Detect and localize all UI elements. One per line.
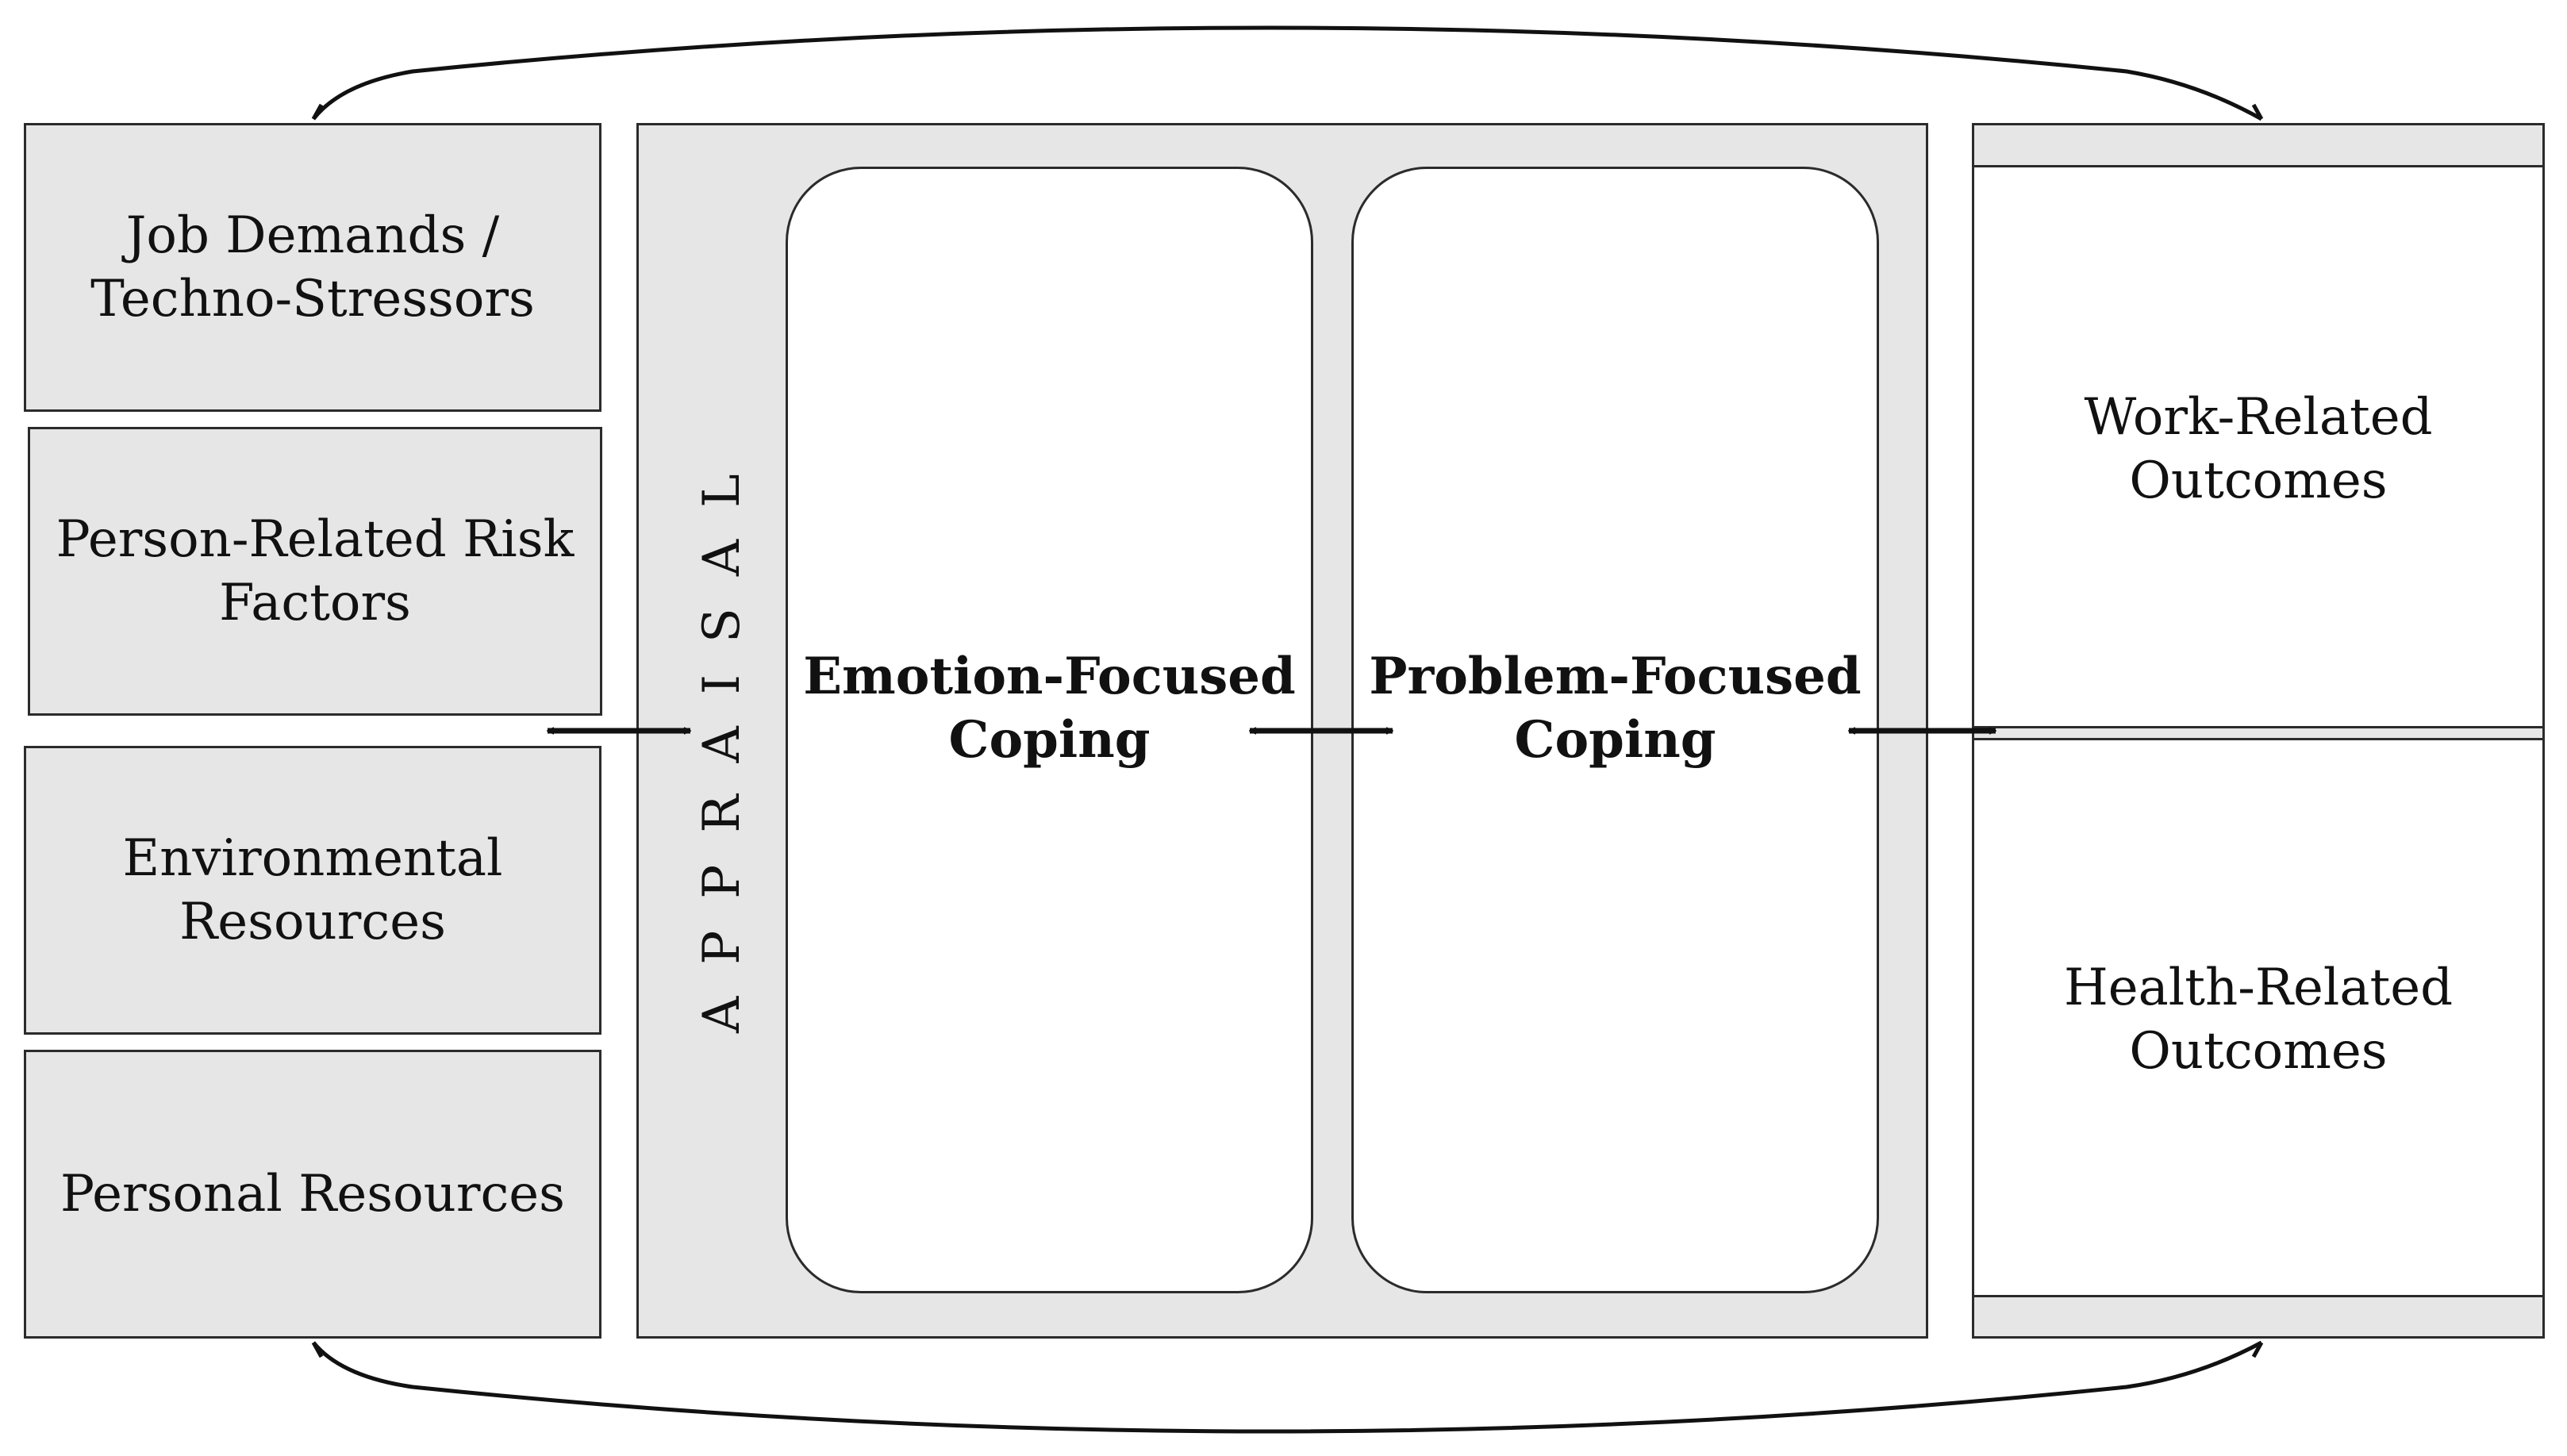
person-related-box: Person-Related Risk Factors — [28, 427, 602, 716]
personal-resources-label: Personal Resources — [60, 1165, 566, 1224]
person-related-label: Person-Related Risk Factors — [56, 510, 575, 632]
job-demands-box: Job Demands / Techno-Stressors — [24, 123, 601, 412]
emotion-focused-coping-box: Emotion-Focused Coping — [786, 167, 1313, 1293]
health-related-outcomes-label: Health-Related Outcomes — [2063, 959, 2454, 1081]
work-related-outcomes-box: Work-Related Outcomes — [1972, 165, 2545, 728]
top-arc-right-end — [2251, 103, 2264, 121]
bottom-arc-right-end — [2251, 1341, 2264, 1358]
health-related-outcomes-box: Health-Related Outcomes — [1972, 738, 2545, 1297]
top-arc-left-end — [311, 103, 324, 121]
problem-focused-coping-label: Problem-Focused Coping — [1369, 647, 1862, 770]
top-feedback-arc — [312, 25, 2263, 121]
bottom-feedback-arc — [312, 1340, 2263, 1434]
environmental-label: Environmental Resources — [122, 829, 503, 951]
work-related-outcomes-label: Work-Related Outcomes — [2084, 388, 2433, 510]
personal-resources-box: Personal Resources — [24, 1050, 601, 1339]
bottom-arc-left-end — [311, 1341, 324, 1358]
environmental-box: Environmental Resources — [24, 746, 601, 1035]
problem-focused-coping-box: Problem-Focused Coping — [1351, 167, 1879, 1293]
emotion-focused-coping-label: Emotion-Focused Coping — [803, 647, 1296, 770]
job-demands-label: Job Demands / Techno-Stressors — [90, 206, 535, 328]
